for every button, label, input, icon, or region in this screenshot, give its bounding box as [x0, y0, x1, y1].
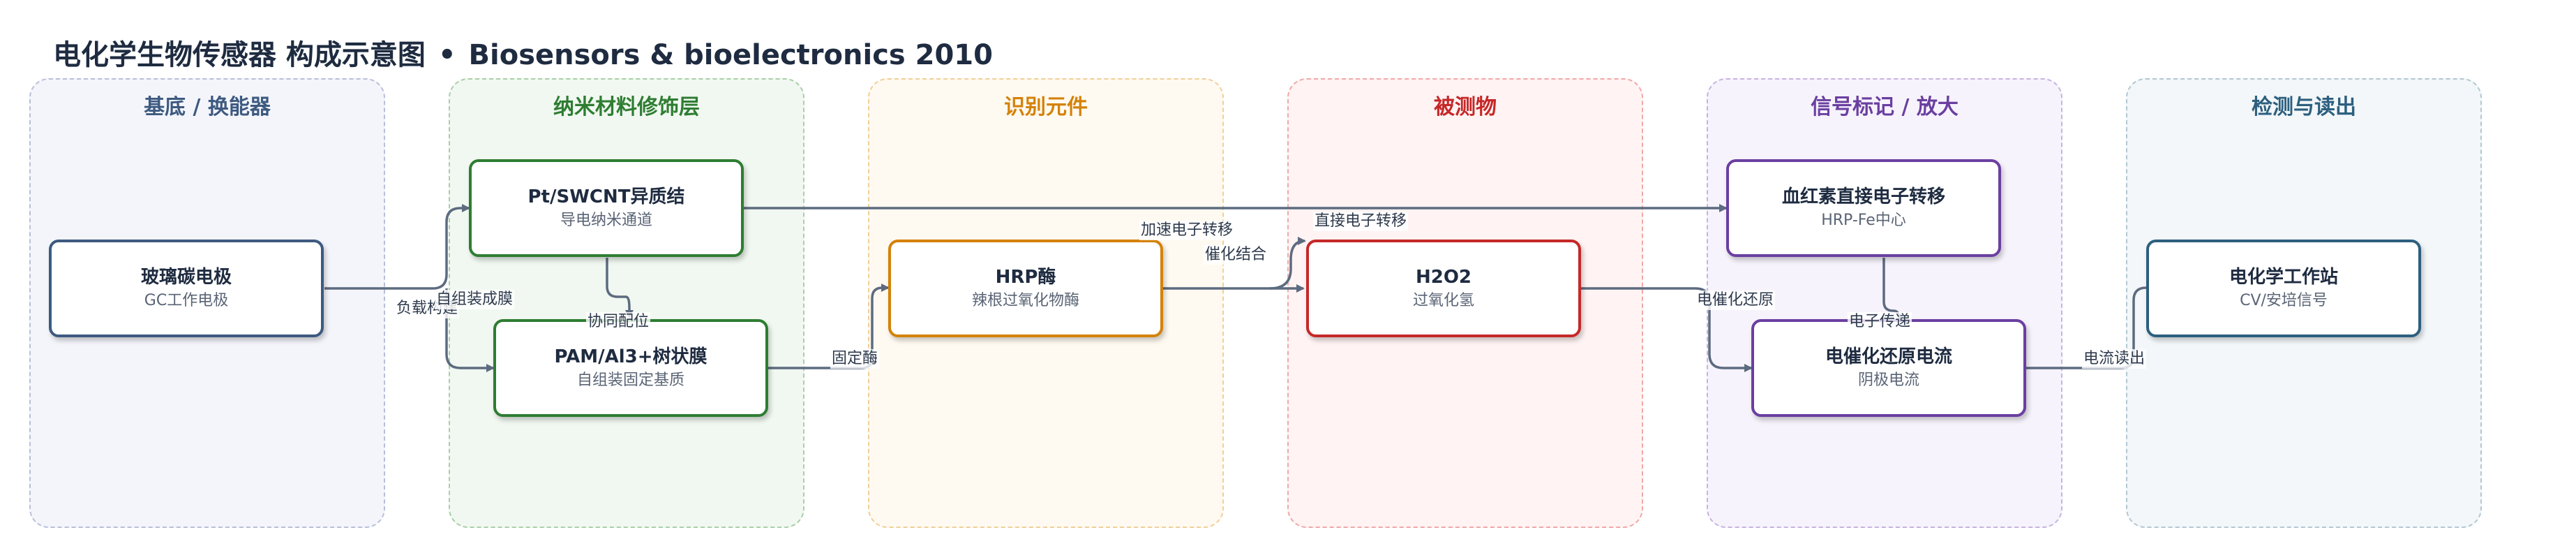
node-title: PAM/Al3+树状膜 — [554, 346, 707, 367]
node-subtitle: 辣根过氧化物酶 — [971, 292, 1079, 309]
node-h2o2: H2O2 过氧化氢 — [1306, 240, 1581, 337]
node-subtitle: HRP-Fe中心 — [1821, 212, 1906, 229]
diagram-title: 电化学生物传感器 构成示意图 • Biosensors & bioelectroni… — [53, 32, 993, 73]
title-separator: • — [437, 39, 456, 71]
lane-title-signal: 信号标记 / 放大 — [1811, 95, 1959, 119]
node-hrp-enzyme: HRP酶 辣根过氧化物酶 — [888, 240, 1163, 337]
node-subtitle: 过氧化氢 — [1412, 292, 1474, 309]
title-main: 电化学生物传感器 构成示意图 — [53, 39, 426, 71]
node-pt-swcnt: Pt/SWCNT异质结 导电纳米通道 — [469, 159, 744, 257]
edge-label-electrocatalytic-reduction: 电催化还原 — [1695, 291, 1776, 310]
node-title: HRP酶 — [995, 267, 1056, 288]
node-subtitle: GC工作电极 — [144, 292, 229, 309]
edge-label-catalytic-binding: 催化结合 — [1204, 245, 1268, 265]
node-title: H2O2 — [1415, 267, 1472, 288]
lane-title-detection: 检测与读出 — [2252, 95, 2356, 119]
edge-label-current-readout: 电流读出 — [2082, 349, 2147, 369]
edge-hrp-to-heme-branch — [1269, 237, 1306, 290]
lane-title-recognition: 识别元件 — [1004, 95, 1088, 119]
node-subtitle: 导电纳米通道 — [560, 212, 652, 229]
lane-title-analyte: 被测物 — [1434, 95, 1497, 119]
edge-heme-to-current — [1882, 258, 1903, 324]
edge-gce-to-ptswcnt — [324, 204, 470, 290]
node-title: 玻璃碳电极 — [140, 267, 232, 288]
edge-label-accelerate: 加速电子转移 — [1139, 221, 1235, 240]
edge-label-electron-transfer: 电子传递 — [1848, 312, 1912, 332]
node-title: 电化学工作站 — [2229, 267, 2338, 288]
node-subtitle: CV/安培信号 — [2240, 292, 2328, 309]
node-subtitle: 阴极电流 — [1857, 372, 1919, 389]
node-title: 电催化还原电流 — [1825, 346, 1952, 367]
edge-label-coordination: 协同配位 — [586, 312, 651, 332]
lane-title-nano-material: 纳米材料修饰层 — [553, 95, 700, 119]
node-heme-direct-transfer: 血红素直接电子转移 HRP-Fe中心 — [1726, 159, 2001, 257]
title-journal: Biosensors & bioelectronics 2010 — [468, 39, 993, 71]
edge-label-self-assembly: 自组装成膜 — [435, 290, 515, 309]
node-pam-al3: PAM/Al3+树状膜 自组装固定基质 — [493, 319, 768, 417]
node-electrochemical-workstation: 电化学工作站 CV/安培信号 — [2146, 240, 2421, 337]
edge-h2o2-to-current — [1579, 287, 1753, 372]
edge-gce-to-pam — [445, 288, 495, 372]
edge-label-immobilize: 固定酶 — [830, 349, 880, 369]
node-subtitle: 自组装固定基质 — [576, 372, 684, 389]
edge-ptswcnt-to-pam — [606, 258, 634, 318]
lane-title-substrate: 基底 / 换能器 — [144, 95, 271, 119]
node-glassy-carbon-electrode: 玻璃碳电极 GC工作电极 — [49, 240, 324, 337]
edge-label-direct-transfer: 直接电子转移 — [1313, 212, 1409, 231]
node-title: Pt/SWCNT异质结 — [527, 186, 685, 207]
node-electrocatalytic-current: 电催化还原电流 阴极电流 — [1751, 319, 2026, 417]
node-title: 血红素直接电子转移 — [1781, 186, 1945, 207]
